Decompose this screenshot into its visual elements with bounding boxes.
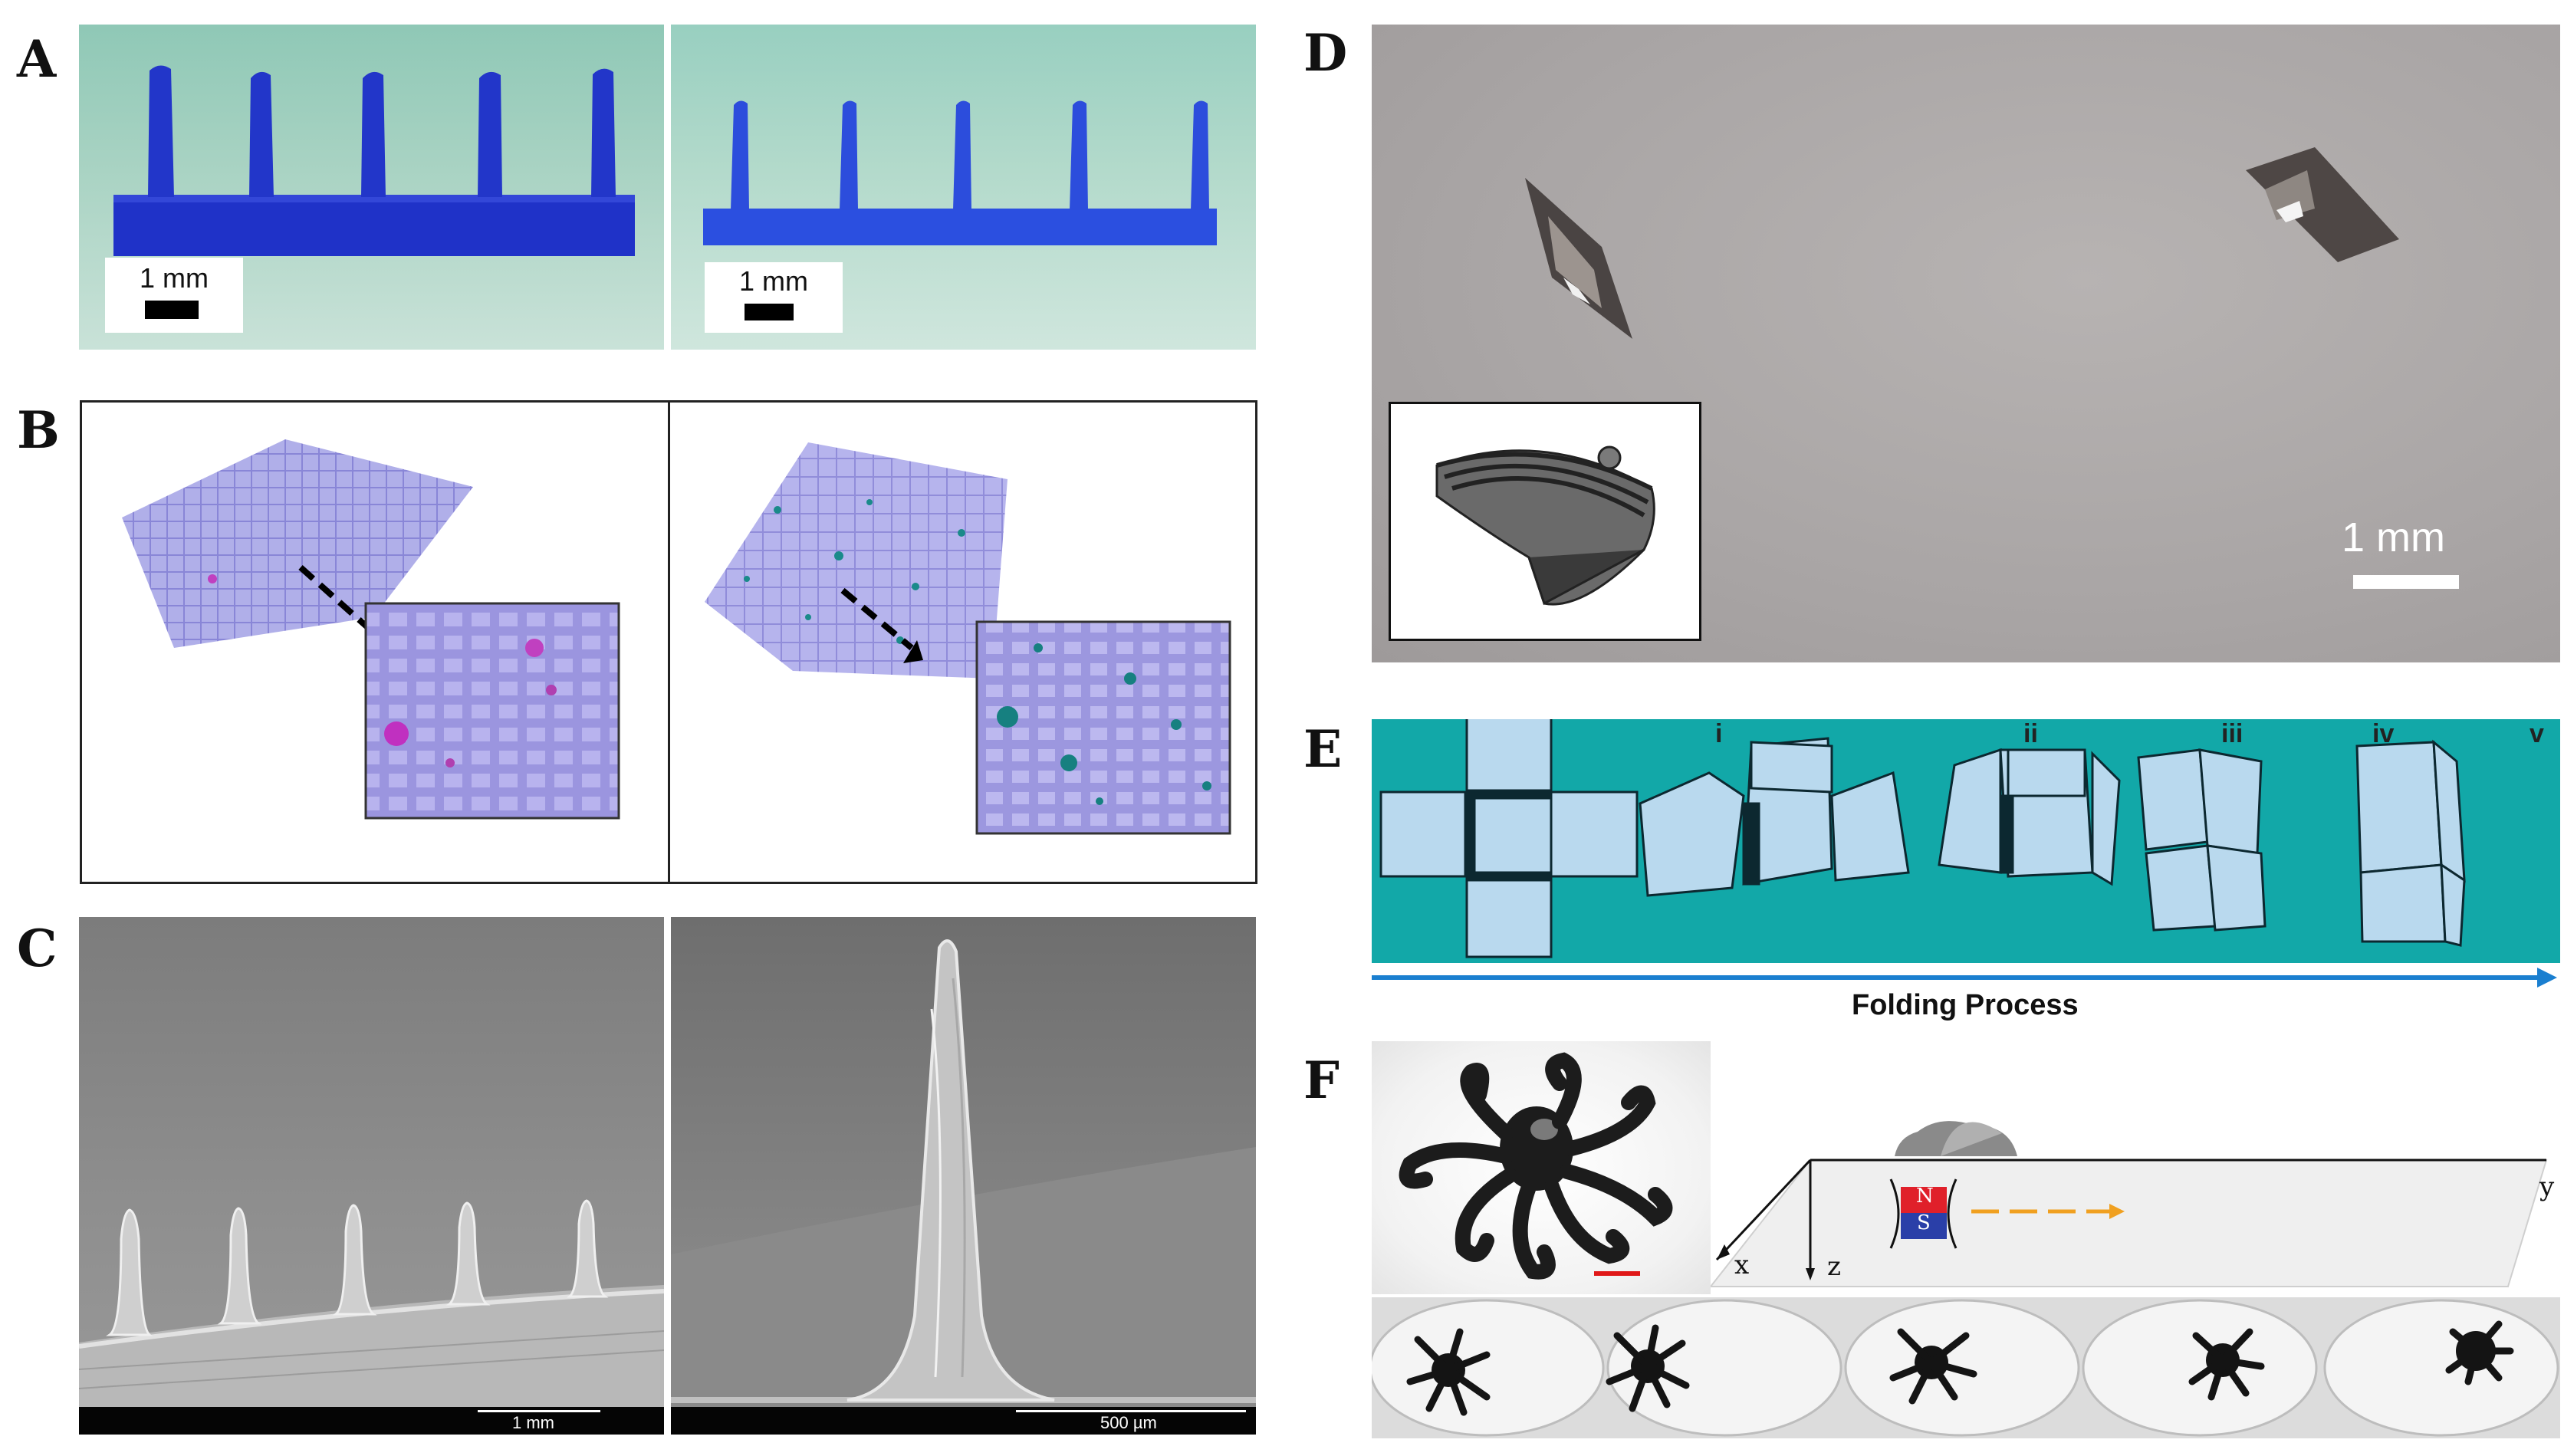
panel-b-divider bbox=[668, 403, 670, 882]
panel-c-sem-left: 1 mm bbox=[79, 917, 664, 1435]
scale-bar-box: 1 mm bbox=[705, 262, 843, 333]
magnet-label-s: S bbox=[1917, 1211, 1931, 1234]
panel-a-photo-right: 1 mm bbox=[671, 25, 1256, 350]
cube-net-folding-1 bbox=[1639, 737, 1910, 897]
scale-bar-label: 1 mm bbox=[2342, 514, 2445, 560]
scale-bar bbox=[1594, 1271, 1640, 1276]
panel-b-frame bbox=[80, 400, 1257, 884]
scale-bar bbox=[745, 304, 794, 320]
panel-label-b: B bbox=[17, 400, 60, 460]
sem-info-bar: 500 µm bbox=[671, 1407, 1256, 1435]
panel-label-f: F bbox=[1303, 1050, 1340, 1110]
sem-microneedle-array bbox=[79, 1199, 664, 1408]
dashed-arrow bbox=[298, 565, 376, 635]
sem-scale-line bbox=[478, 1410, 600, 1412]
sem-scale-label: 500 µm bbox=[1100, 1413, 1157, 1432]
step-label-iv: iv bbox=[2372, 719, 2395, 748]
scale-bar-box: 1 mm bbox=[105, 258, 243, 333]
cube-folded bbox=[2355, 739, 2466, 947]
robot-position-2 bbox=[2246, 147, 2399, 262]
magnet-icon bbox=[1889, 1178, 1958, 1249]
microrobot-illustration bbox=[1525, 147, 2399, 339]
folding-process-label: Folding Process bbox=[1852, 989, 2079, 1021]
microneedle-array-thick-illustration bbox=[113, 65, 635, 256]
scaffold-render-right bbox=[705, 442, 1231, 835]
panel-c-sem-right: 500 µm bbox=[671, 917, 1256, 1435]
panel-d-photo: 1 mm bbox=[1372, 25, 2560, 662]
axis-label-x: x bbox=[1734, 1250, 1750, 1280]
robot-position-1 bbox=[1525, 178, 1632, 339]
scale-bar bbox=[145, 301, 199, 319]
cube-net-folding-2 bbox=[1938, 748, 2121, 886]
octopus-robot-illustration bbox=[1399, 1052, 1673, 1280]
sem-info-bar: 1 mm bbox=[79, 1407, 664, 1435]
step-label-v: v bbox=[2529, 719, 2544, 748]
folding-process-arrow bbox=[1372, 968, 2557, 988]
sem-scale-line bbox=[1016, 1410, 1246, 1412]
sem-scale-label: 1 mm bbox=[512, 1413, 554, 1432]
zoom-inset bbox=[975, 620, 1231, 835]
axis-label-y: y bbox=[2539, 1172, 2555, 1202]
panel-e-folding-photo: i ii iii iv v bbox=[1372, 719, 2560, 963]
folding-sequence-illustration bbox=[1379, 719, 2466, 958]
curved-body-schematic-icon bbox=[1435, 445, 1655, 606]
dashed-arrow bbox=[840, 587, 914, 651]
scale-bar-label: 1 mm bbox=[739, 265, 808, 297]
panel-label-e: E bbox=[1303, 719, 1343, 779]
step-label-ii: ii bbox=[2023, 719, 2038, 748]
robot-schematic-inset bbox=[1389, 402, 1701, 641]
cube-net-flat bbox=[1379, 719, 1639, 958]
step-label-iii: iii bbox=[2221, 719, 2244, 748]
panel-f-octopus-photo bbox=[1372, 1041, 1711, 1294]
octopus-motion-frames bbox=[1372, 1299, 2559, 1437]
panel-label-d: D bbox=[1303, 23, 1348, 83]
scale-bar bbox=[2353, 575, 2459, 589]
panel-f-sequence-strip bbox=[1372, 1297, 2560, 1438]
scaffold-render-left bbox=[122, 439, 620, 820]
zoom-inset bbox=[364, 602, 620, 820]
microneedle-array-thin-illustration bbox=[703, 100, 1217, 245]
magnetic-actuation-schematic bbox=[1711, 1121, 2548, 1287]
panel-a-photo-left: 1 mm bbox=[79, 25, 664, 350]
scale-bar-label: 1 mm bbox=[140, 262, 209, 294]
step-label-i: i bbox=[1715, 719, 1723, 748]
axis-label-z: z bbox=[1827, 1251, 1841, 1282]
motion-path-arrow bbox=[1971, 1204, 2125, 1219]
sem-single-microneedle bbox=[671, 939, 1256, 1408]
cube-net-folding-3 bbox=[2137, 748, 2267, 932]
panel-label-c: C bbox=[17, 919, 58, 978]
panel-label-a: A bbox=[17, 29, 57, 89]
magnet-label-n: N bbox=[1916, 1185, 1934, 1208]
